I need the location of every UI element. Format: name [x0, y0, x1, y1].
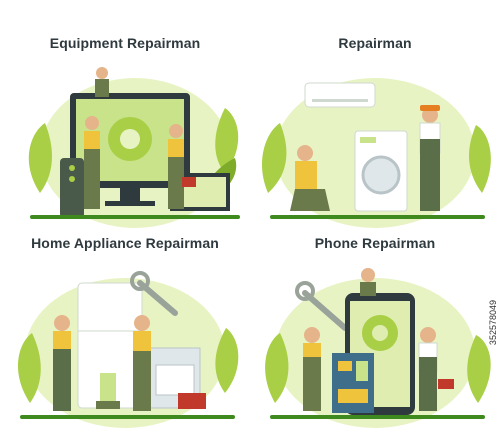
panel-title: Phone Repairman: [314, 235, 436, 251]
panel-repairman: Repairman: [250, 25, 500, 235]
repairman-illustration: [261, 78, 491, 228]
stock-id-watermark: 352578049: [488, 300, 498, 346]
panel-phone-repairman: Phone Repairman: [250, 225, 500, 435]
home-appliance-repairman-illustration: [17, 271, 239, 428]
panel-title: Repairman: [338, 35, 412, 51]
panel-home-appliance-repairman: Home Appliance Repairman: [0, 225, 250, 435]
equipment-repairman-illustration: [28, 67, 240, 228]
panel-title: Home Appliance Repairman: [31, 235, 219, 251]
panel-title: Equipment Repairman: [49, 35, 201, 51]
phone-repairman-illustration: [265, 268, 491, 428]
panel-equipment-repairman: Equipment Repairman: [0, 25, 250, 235]
